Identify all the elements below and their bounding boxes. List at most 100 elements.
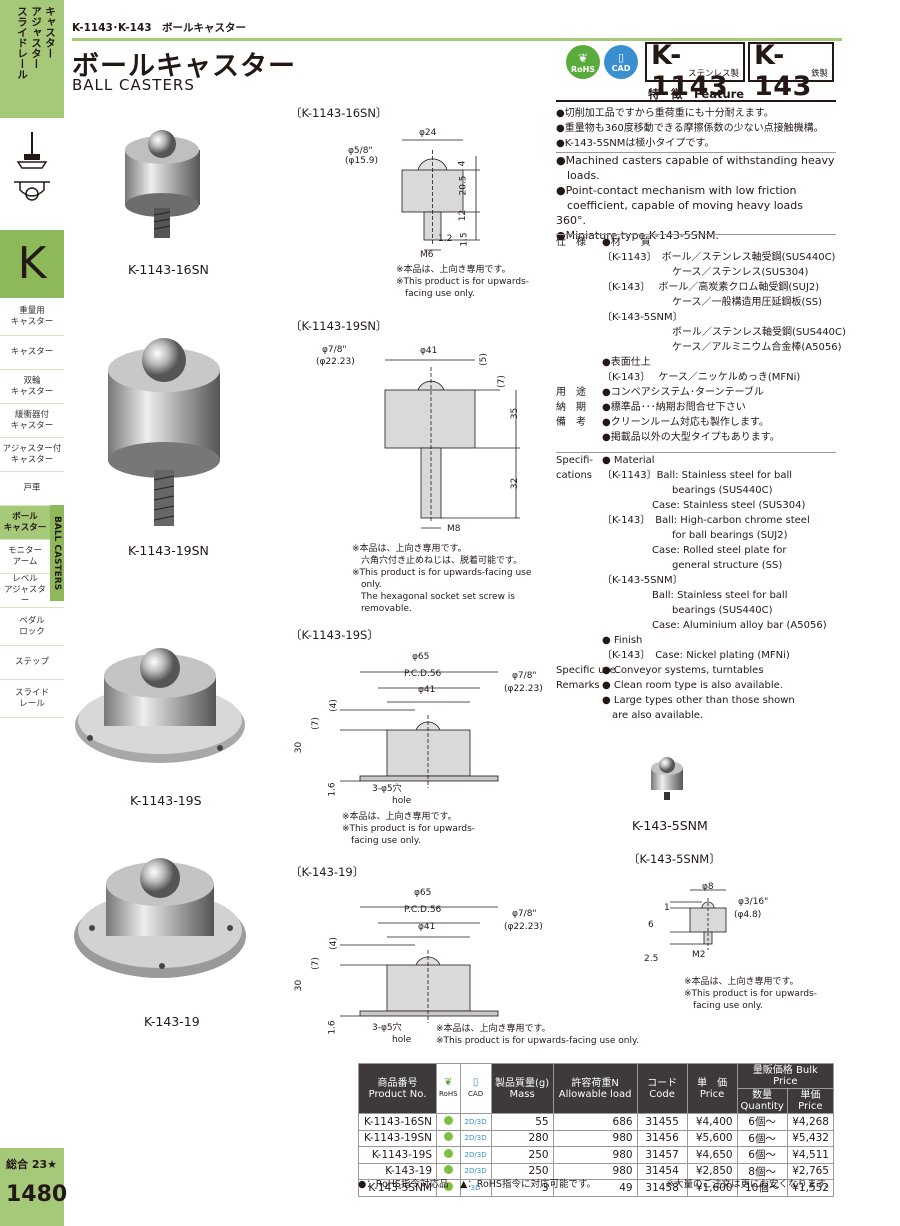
sidebar-item-twin-caster[interactable]: 双輪 キャスター xyxy=(0,370,64,404)
dim-h2: (7) xyxy=(310,717,321,730)
cell-mass: 3 xyxy=(490,1179,554,1197)
sidebar-item-level-adjuster[interactable]: レベル アジャスター xyxy=(0,574,64,608)
spec-label xyxy=(556,355,602,370)
spec-row: 〔K-143-5SNM〕 xyxy=(556,310,836,325)
drawing-title: 〔K-143-5SNM〕 xyxy=(628,852,721,866)
dim-ball-mm: (φ15.9) xyxy=(345,156,378,166)
drawing-note-3: facing use only. xyxy=(684,1001,763,1011)
spec-label xyxy=(556,693,602,708)
spec-value: bearings (SUS440C) xyxy=(602,485,773,496)
caster-adjuster-icon xyxy=(14,132,50,201)
product-label: K-143-19 xyxy=(144,1014,200,1029)
spec-label xyxy=(556,295,602,310)
dim-outer: φ65 xyxy=(414,888,432,898)
spec-value: Case: Stainless steel (SUS304) xyxy=(602,500,806,511)
sidebar-item-step[interactable]: ステップ xyxy=(0,646,64,680)
spec-row: 〔K-143〕 ケース／ニッケルめっき(MFNi) xyxy=(556,370,836,385)
spec-value: ボール／ステンレス軸受鋼(SUS440C) xyxy=(602,327,846,338)
spec-value: Case: Rolled steel plate for xyxy=(602,545,787,556)
sidebar-item-door-roller[interactable]: 戸車 xyxy=(0,472,64,506)
dim-width: φ8 xyxy=(702,882,714,892)
spec-value: Case: Aluminium alloy bar (A5056) xyxy=(602,620,827,631)
dim-thread: M8 xyxy=(447,524,461,534)
leaf-icon: ❦ xyxy=(577,50,589,65)
dim-ball: φ7/8" xyxy=(322,345,347,355)
product-label: K-1143-19SN xyxy=(128,543,209,558)
dimension-drawing-k1143-16sn xyxy=(401,139,480,251)
spec-row: Case: Rolled steel plate for xyxy=(556,543,836,558)
cell-qty: 10個～ xyxy=(736,1179,788,1197)
sidebar-item-shock-caster[interactable]: 緩衝器付 キャスター xyxy=(0,404,64,438)
product-photo-k1143-19sn xyxy=(108,338,220,526)
sidebar-item-pedal-lock[interactable]: ペダル ロック xyxy=(0,608,64,646)
product-photo-k1143-19s xyxy=(75,648,245,763)
spec-value: ●コンベアシステム･ターンテーブル xyxy=(602,387,764,398)
spec-value: ケース／アルミニウム合金棒(A5056) xyxy=(602,342,842,353)
dim-h4: 32 xyxy=(510,477,521,490)
cell-mass: 280 xyxy=(490,1129,554,1147)
spec-label: Specifi- xyxy=(556,455,594,466)
page-subtitle: BALL CASTERS xyxy=(72,76,195,94)
drawing-note-5: The hexagonal socket set screw is xyxy=(352,592,515,602)
drawing-note-2: 六角穴付き止めねじは、脱着可能です。 xyxy=(352,556,523,566)
spec-value: ● Large types other than those shown xyxy=(602,695,795,706)
leaf-icon: ❦ xyxy=(444,1077,453,1088)
cell-mass: 55 xyxy=(490,1113,554,1131)
spec-value: 〔K-143〕 ケース／ニッケルめっき(MFNi) xyxy=(602,372,801,383)
sidebar-item-monitor-arm[interactable]: モニター アーム xyxy=(0,540,64,574)
spec-label: 備 考 xyxy=(556,417,586,428)
spec-label xyxy=(556,340,602,355)
sidebar-cat-1: キャスター xyxy=(44,6,56,59)
dim-h4: 1.5 xyxy=(459,232,470,247)
spec-label xyxy=(556,310,602,325)
spec-jp: 仕 様●材 質〔K-1143〕 ボール／ステンレス軸受鋼(SUS440C) ケー… xyxy=(556,234,846,445)
model-material: ステンレス製 xyxy=(687,69,739,79)
product-photo-k1143-16sn xyxy=(125,130,200,238)
drawing-title: 〔K-143-19〕 xyxy=(290,865,365,879)
spec-row: for ball bearings (SUJ2) xyxy=(556,528,836,543)
sidebar-item-adjuster-caster[interactable]: アジャスター付 キャスター xyxy=(0,438,64,472)
spec-row: 〔K-143〕 Ball: High-carbon chrome steel xyxy=(556,513,836,528)
spec-row: 用 途●コンベアシステム･ターンテーブル xyxy=(556,385,836,400)
feature-heading: 特 徴 Feature xyxy=(648,87,745,101)
dim-ball: φ5/8" xyxy=(348,146,373,156)
drawing-note-1: ※本品は、上向き専用です。 xyxy=(684,977,799,987)
sidebar-item-heavy-caster[interactable]: 重量用 キャスター xyxy=(0,298,64,336)
dim-h3: 35 xyxy=(510,407,521,420)
spec-row: bearings (SUS440C) xyxy=(556,483,836,498)
cell-bulk: ¥5,432 xyxy=(786,1129,835,1147)
spec-value: ケース／ステンレス(SUS304) xyxy=(602,267,809,278)
rohs-dot xyxy=(436,1129,461,1147)
dim-h1: (4) xyxy=(328,699,339,712)
col-uprice: 単価 Price xyxy=(786,1088,835,1114)
feature-en-3: ●Point-contact mechanism with low fricti… xyxy=(556,184,797,197)
cell-no: K-143-5SNM xyxy=(358,1179,437,1197)
drawing-note-2: ※This product is for upwards- xyxy=(342,824,476,834)
cell-cad: 2D/3D xyxy=(459,1146,492,1164)
dim-width: φ41 xyxy=(420,346,438,356)
dim-pcd: P.C.D.56 xyxy=(404,669,442,679)
spec-label xyxy=(556,325,602,340)
spec-label xyxy=(556,648,602,663)
spec-label xyxy=(556,573,602,588)
spec-label: 仕 様 xyxy=(556,237,586,248)
col-load: 許容荷重N Allowable load xyxy=(552,1063,638,1114)
cell-no: K-1143-19SN xyxy=(358,1129,437,1147)
sidebar-item-caster[interactable]: キャスター xyxy=(0,336,64,370)
spec-label xyxy=(556,498,602,513)
dim-h3: 12 xyxy=(458,209,469,222)
sidebar-item-slide-rail[interactable]: スライド レール xyxy=(0,680,64,718)
spec-value: ケース／一般構造用圧延鋼板(SS) xyxy=(602,297,822,308)
cell-price: ¥4,650 xyxy=(686,1146,738,1164)
feature-rule xyxy=(556,100,836,102)
spec-row: cations〔K-1143〕Ball: Stainless steel for… xyxy=(556,468,836,483)
spec-label xyxy=(556,543,602,558)
sidebar-vertical-label: BALL CASTERS xyxy=(50,505,64,601)
spec-row: general structure (SS) xyxy=(556,558,836,573)
spec-row: 〔K-1143〕 ボール／ステンレス軸受鋼(SUS440C) xyxy=(556,250,836,265)
footer-bulk-note: ※大量のご注文は更にお安くなります。 xyxy=(666,1179,835,1190)
